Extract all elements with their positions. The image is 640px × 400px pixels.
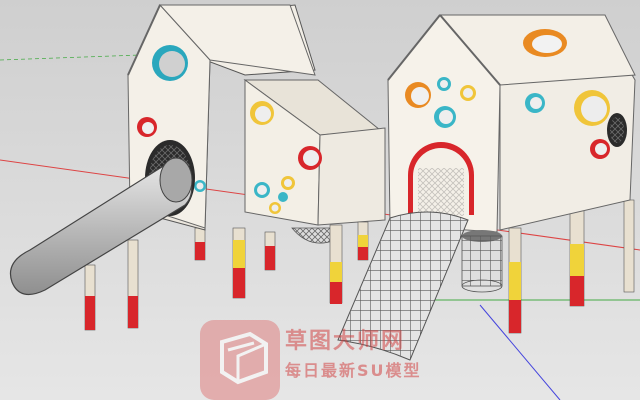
axis-blue (479, 304, 561, 400)
tube-slide (9, 157, 193, 331)
middle-window-cyan-small (278, 192, 288, 202)
climbing-net-tube (461, 230, 503, 293)
sketchup-logo-icon (200, 320, 280, 400)
climbing-net-ramp (337, 211, 469, 361)
right-house (387, 14, 636, 334)
left-house-stilts (194, 227, 276, 299)
axis-green-dashed (0, 54, 141, 61)
middle-block (243, 79, 386, 304)
